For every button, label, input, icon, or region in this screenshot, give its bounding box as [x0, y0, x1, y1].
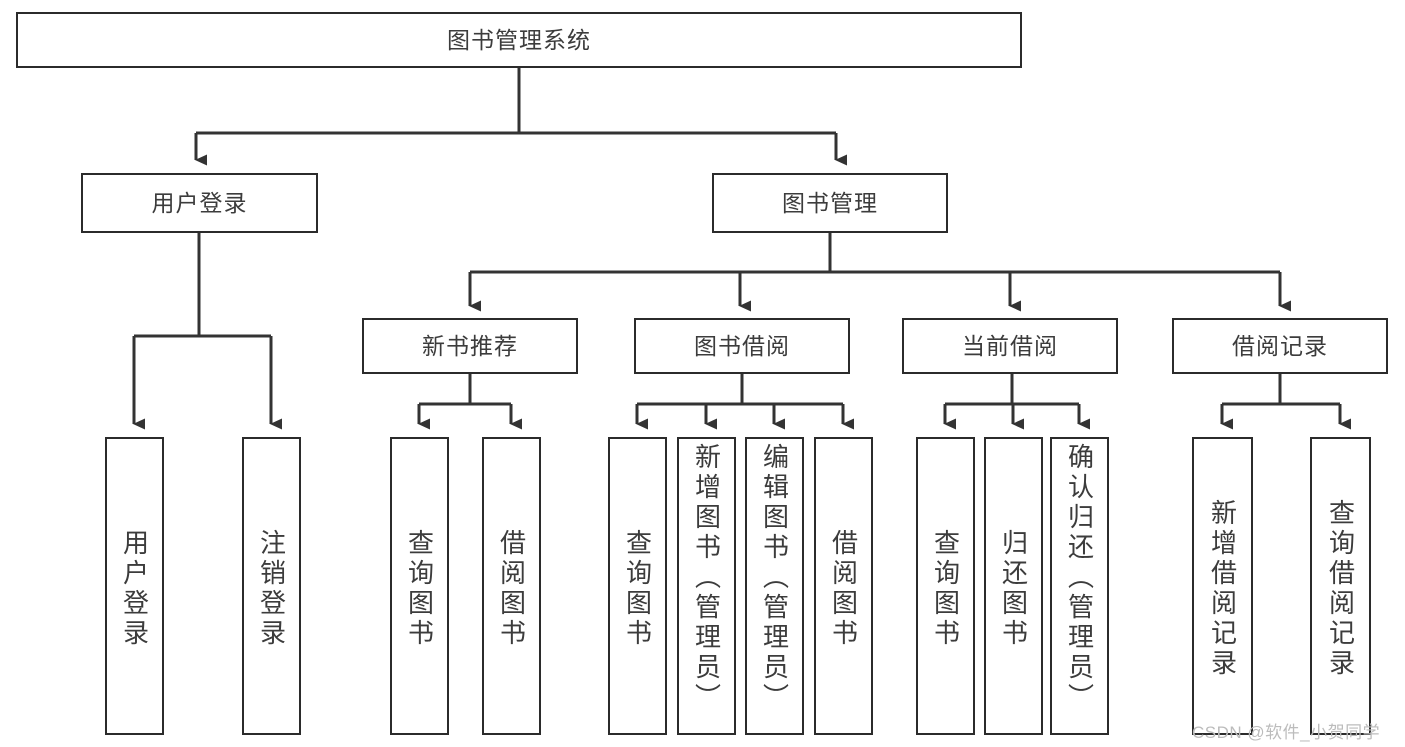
leaf-query-book-1[interactable]: 查询图书 — [390, 437, 449, 735]
leaf-confirm-return[interactable]: 确认归还（管理员） — [1050, 437, 1109, 735]
node-borrow-record[interactable]: 借阅记录 — [1172, 318, 1388, 374]
leaf-user-login[interactable]: 用户登录 — [105, 437, 164, 735]
leaf-query-book-3[interactable]: 查询图书 — [916, 437, 975, 735]
node-book-manage[interactable]: 图书管理 — [712, 173, 948, 233]
leaf-borrow-book-2[interactable]: 借阅图书 — [814, 437, 873, 735]
node-user-login[interactable]: 用户登录 — [81, 173, 318, 233]
leaf-query-record-label: 查询借阅记录 — [1325, 499, 1356, 679]
leaf-add-record-label: 新增借阅记录 — [1207, 499, 1238, 679]
leaf-borrow-book-1[interactable]: 借阅图书 — [482, 437, 541, 735]
leaf-add-record[interactable]: 新增借阅记录 — [1192, 437, 1253, 735]
node-user-login-label: 用户登录 — [151, 189, 248, 216]
leaf-query-book-2[interactable]: 查询图书 — [608, 437, 667, 735]
node-current-borrow[interactable]: 当前借阅 — [902, 318, 1118, 374]
leaf-query-book-3-label: 查询图书 — [930, 529, 961, 649]
leaf-logout-label: 注销登录 — [256, 529, 287, 649]
node-root[interactable]: 图书管理系统 — [16, 12, 1022, 68]
leaf-add-book[interactable]: 新增图书（管理员） — [677, 437, 736, 735]
node-current-borrow-label: 当前借阅 — [962, 332, 1058, 359]
leaf-edit-book[interactable]: 编辑图书（管理员） — [745, 437, 804, 735]
leaf-edit-book-label: 编辑图书（管理员） — [759, 443, 790, 713]
leaf-return-book[interactable]: 归还图书 — [984, 437, 1043, 735]
leaf-confirm-return-label: 确认归还（管理员） — [1064, 443, 1095, 713]
leaf-query-book-2-label: 查询图书 — [622, 529, 653, 649]
node-book-borrow-label: 图书借阅 — [694, 332, 790, 359]
node-new-book-rec-label: 新书推荐 — [422, 332, 518, 359]
leaf-add-book-label: 新增图书（管理员） — [691, 443, 722, 713]
node-borrow-record-label: 借阅记录 — [1232, 332, 1328, 359]
leaf-query-record[interactable]: 查询借阅记录 — [1310, 437, 1371, 735]
node-book-borrow[interactable]: 图书借阅 — [634, 318, 850, 374]
leaf-user-login-label: 用户登录 — [119, 529, 150, 649]
leaf-return-book-label: 归还图书 — [998, 529, 1029, 649]
leaf-borrow-book-2-label: 借阅图书 — [828, 529, 859, 649]
node-new-book-rec[interactable]: 新书推荐 — [362, 318, 578, 374]
leaf-logout[interactable]: 注销登录 — [242, 437, 301, 735]
leaf-query-book-1-label: 查询图书 — [404, 529, 435, 649]
node-root-label: 图书管理系统 — [447, 26, 591, 53]
leaf-borrow-book-1-label: 借阅图书 — [496, 529, 527, 649]
csdn-watermark: CSDN @软件_小贺同学 — [1192, 723, 1381, 742]
node-book-manage-label: 图书管理 — [782, 189, 878, 216]
